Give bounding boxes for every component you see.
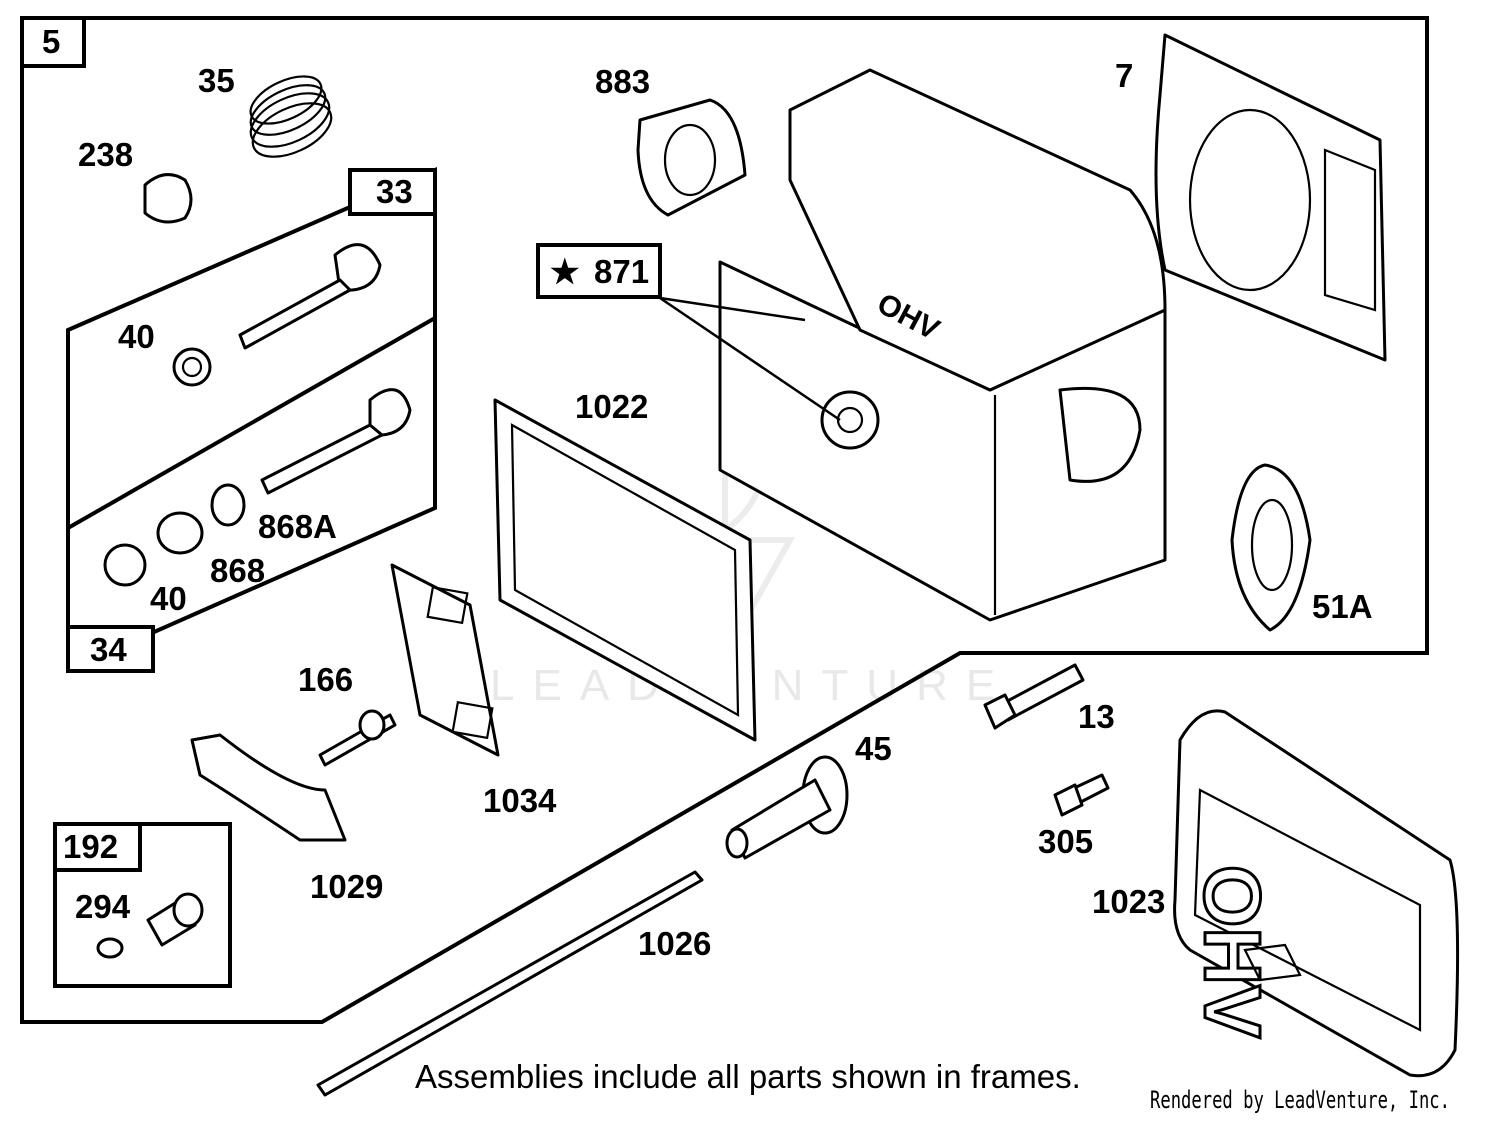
label-871-box: ★ 871	[536, 243, 841, 422]
cap-part	[143, 173, 193, 224]
label-166: 166	[298, 661, 353, 698]
stud-part	[318, 709, 397, 767]
frame-34-label: 34	[90, 631, 127, 668]
frame-33-34: 33 34	[66, 166, 437, 674]
label-40-lower: 40	[150, 580, 187, 617]
cylinder-head-part: OHV	[718, 68, 1167, 622]
label-238: 238	[78, 136, 133, 173]
part-labels: 35 238 40 868A 868 40 883 7 1022 51A 166…	[75, 57, 1373, 962]
label-305: 305	[1038, 823, 1093, 860]
label-1026: 1026	[638, 925, 711, 962]
label-1029: 1029	[310, 868, 383, 905]
label-883: 883	[595, 63, 650, 100]
label-871: 871	[594, 253, 649, 290]
label-1023: 1023	[1092, 883, 1165, 920]
label-35: 35	[198, 62, 235, 99]
rocker-arm-part	[190, 733, 347, 842]
frame-5: 5	[20, 16, 1429, 1024]
intake-valve-part	[172, 243, 382, 387]
label-1022: 1022	[575, 388, 648, 425]
label-1034: 1034	[483, 782, 557, 819]
spring-part	[249, 75, 333, 158]
cover-ohv-text: OHV	[1188, 865, 1277, 1038]
exhaust-gasket-part	[636, 98, 747, 217]
label-868: 868	[210, 552, 265, 589]
valve-cover-part: OHV	[1173, 709, 1460, 1078]
pushrod-part	[316, 870, 704, 1097]
label-7: 7	[1115, 57, 1133, 94]
intake-gasket-part	[1230, 463, 1312, 632]
label-51A: 51A	[1312, 588, 1373, 625]
kit-part	[96, 892, 204, 959]
cover-gasket-part	[493, 398, 757, 742]
head-gasket-part	[1154, 33, 1387, 362]
screw-part	[1053, 773, 1110, 817]
head-bolt-part	[983, 663, 1085, 730]
pushrod-guide-part	[725, 755, 849, 860]
label-294: 294	[75, 888, 131, 925]
label-45: 45	[855, 730, 892, 767]
frame-192-label: 192	[63, 828, 118, 865]
label-13: 13	[1078, 698, 1115, 735]
breather-part	[390, 563, 500, 757]
exhaust-valve-part	[103, 388, 412, 587]
star-symbol: ★	[550, 253, 580, 290]
frame-192: 192	[53, 822, 232, 988]
frame-33-label: 33	[376, 173, 413, 210]
assemblies-note: Assemblies include all parts shown in fr…	[415, 1058, 1081, 1095]
credit-text: Rendered by LeadVenture, Inc.	[1150, 1086, 1450, 1114]
frame-5-label: 5	[42, 23, 60, 60]
label-40-upper: 40	[118, 318, 155, 355]
label-868A: 868A	[258, 508, 337, 545]
